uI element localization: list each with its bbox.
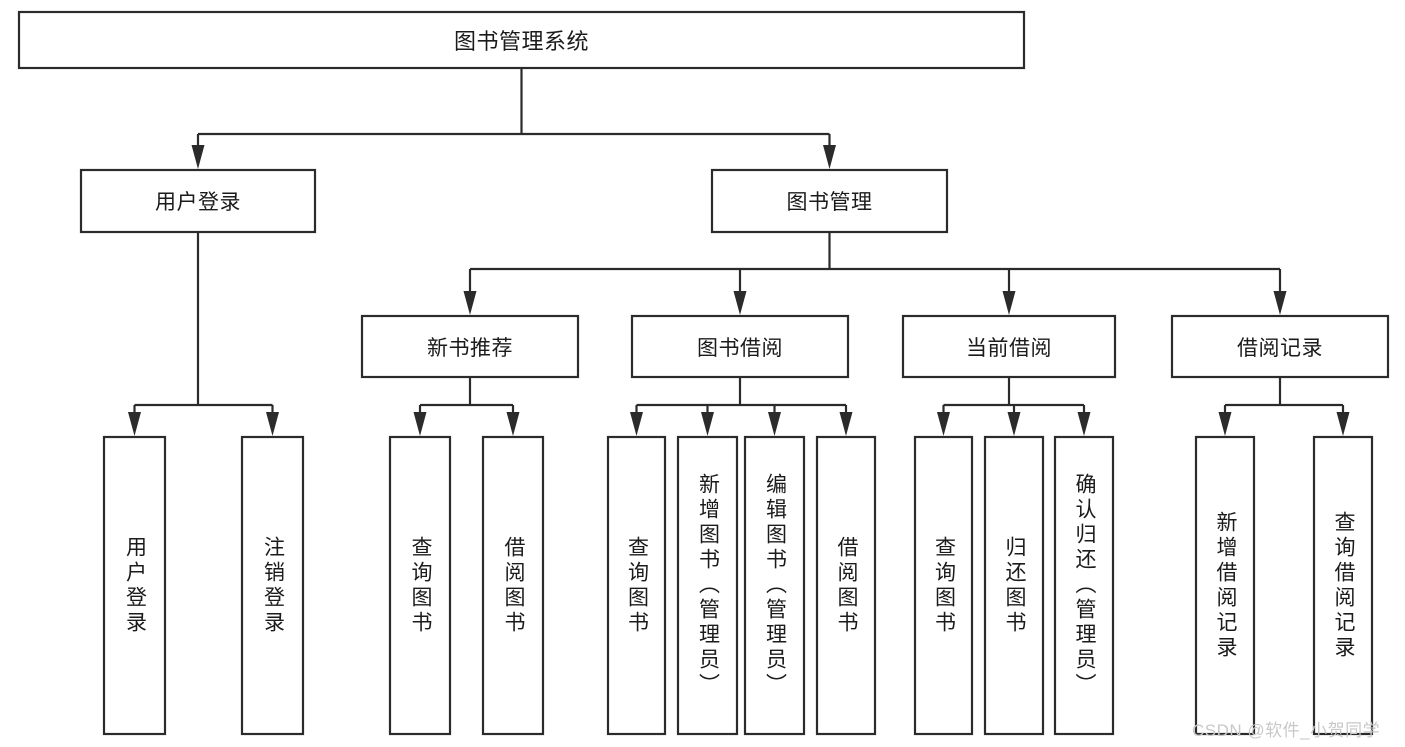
watermark: CSDN @软件_小贺同学: [1192, 721, 1381, 740]
node-box-leaf-r-query: [1312, 435, 1374, 736]
node-box-leaf-new-borrow: [481, 435, 545, 736]
node-box-leaf-b-borrow: [815, 435, 877, 736]
node-box-leaf-r-add: [1194, 435, 1256, 736]
node-box-leaf-c-confirm: [1053, 435, 1115, 736]
node-box-leaf-user-login: [102, 435, 167, 736]
node-box-leaf-new-query: [388, 435, 452, 736]
node-box-l2-record: [1170, 314, 1390, 379]
node-box-l1-user-login: [79, 168, 317, 234]
connector-layer: [128, 68, 1350, 436]
node-box-leaf-b-add: [676, 435, 739, 736]
node-box-leaf-c-query: [913, 435, 974, 736]
node-box-leaf-b-edit: [743, 435, 806, 736]
node-box-root: [17, 10, 1026, 70]
node-box-l2-borrow: [630, 314, 850, 379]
node-box-l2-new-book: [360, 314, 580, 379]
node-box-leaf-b-query: [606, 435, 667, 736]
node-box-l2-current: [901, 314, 1117, 379]
node-layer: [17, 10, 1390, 736]
node-box-leaf-c-return: [983, 435, 1045, 736]
node-box-l1-book-manage: [710, 168, 949, 234]
node-box-leaf-user-logout: [240, 435, 305, 736]
